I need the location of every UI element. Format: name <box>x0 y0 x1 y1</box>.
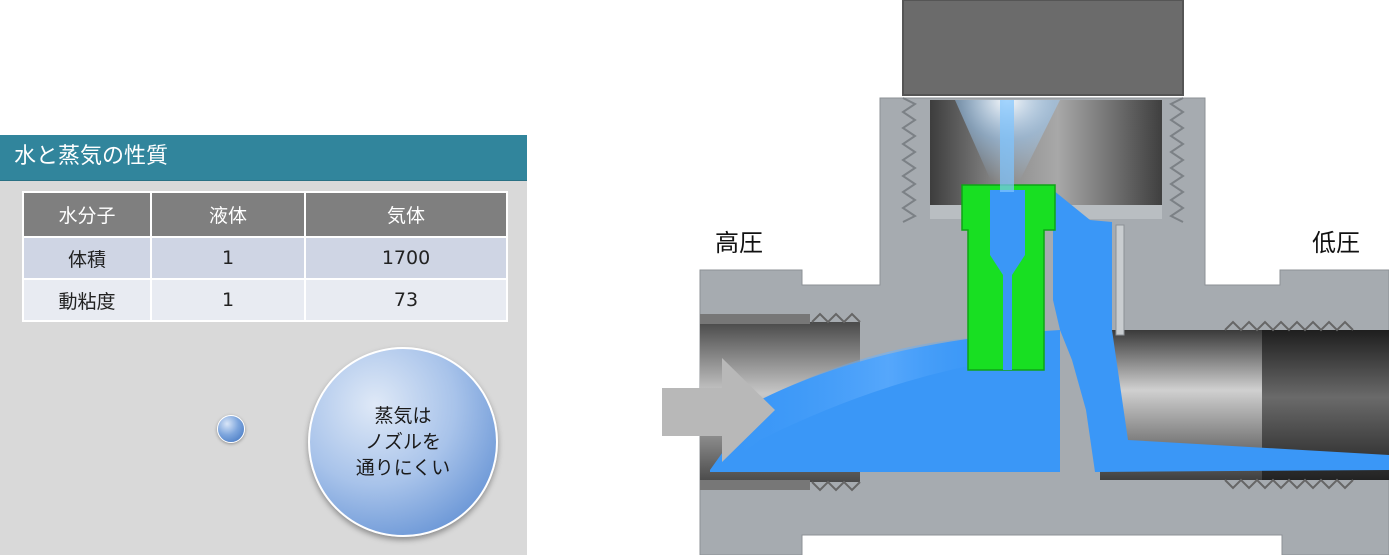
table-header-row: 水分子 液体 気体 <box>22 191 508 238</box>
valve-cap <box>903 0 1183 95</box>
steam-molecule-bubble: 蒸気は ノズルを 通りにくい <box>308 347 498 537</box>
nozzle-orifice <box>990 190 1025 370</box>
table-header: 気体 <box>304 191 508 238</box>
table-row: 体積 1 1700 <box>22 236 508 280</box>
table-header: 水分子 <box>22 191 152 238</box>
low-pressure-label: 低圧 <box>1312 229 1360 257</box>
table-cell: 体積 <box>22 236 152 280</box>
water-molecule-icon <box>217 415 245 443</box>
top-left-threads <box>901 97 917 223</box>
bubble-text: 蒸気は ノズルを 通りにくい <box>355 405 451 479</box>
table-row: 動粘度 1 73 <box>22 278 508 322</box>
table-cell: 1 <box>150 278 306 322</box>
high-pressure-label: 高圧 <box>715 229 763 257</box>
flow-arrow-icon <box>662 358 775 462</box>
panel-title: 水と蒸気の性質 <box>14 144 169 169</box>
panel-header: 水と蒸気の性質 <box>0 135 527 181</box>
water-steam-properties-panel: 水と蒸気の性質 水分子 液体 気体 体積 1 1700 動粘度 1 73 <box>0 135 527 555</box>
top-right-threads <box>1169 97 1185 223</box>
table-cell: 動粘度 <box>22 278 152 322</box>
table-header: 液体 <box>150 191 306 238</box>
table-cell: 1700 <box>304 236 508 280</box>
properties-table: 水分子 液体 気体 体積 1 1700 動粘度 1 73 <box>22 191 508 322</box>
table-cell: 1 <box>150 236 306 280</box>
table-cell: 73 <box>304 278 508 322</box>
outlet-water <box>1053 190 1389 472</box>
